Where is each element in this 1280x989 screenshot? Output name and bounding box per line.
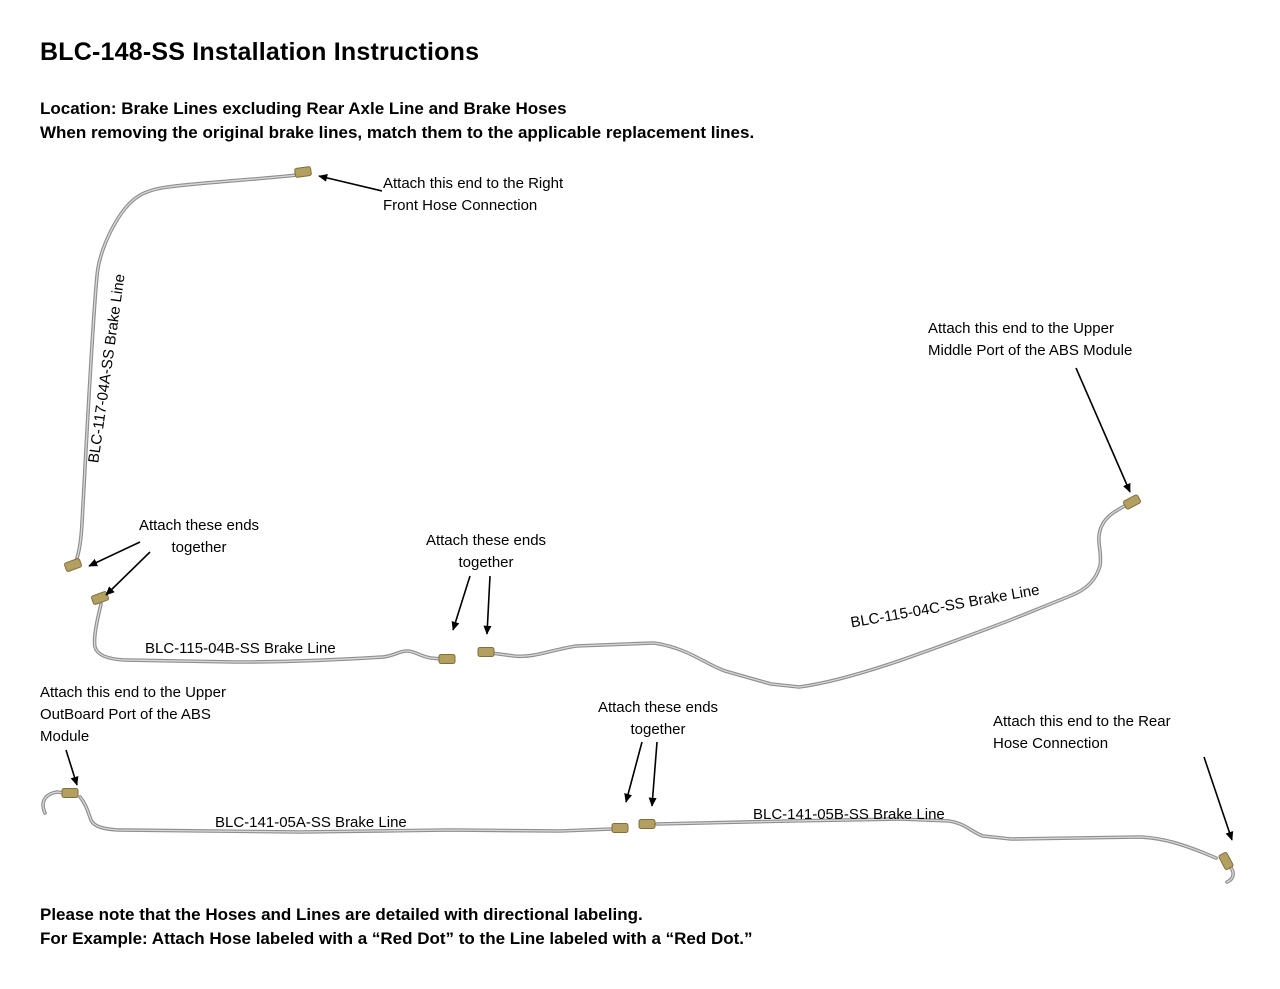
arrow-ends-together-1a	[88, 541, 141, 567]
arrow-upper-middle-port	[1075, 367, 1131, 493]
arrow-rear-hose	[1203, 756, 1234, 841]
label-blc-115-04b: BLC-115-04B-SS Brake Line	[145, 640, 336, 657]
fitting-141a-right-end	[611, 823, 629, 833]
fitting-141b-left-end	[638, 819, 656, 829]
annotation-ends-together-3: Attach these ends together	[597, 699, 719, 738]
label-blc-141-05a: BLC-141-05A-SS Brake Line	[215, 814, 407, 831]
location-line: Location: Brake Lines excluding Rear Axl…	[40, 99, 567, 118]
fitting-abs-outboard-port	[61, 788, 79, 798]
footer-example: For Example: Attach Hose labeled with a …	[40, 929, 753, 948]
annotation-ends-together-1: Attach these ends together	[138, 517, 260, 556]
fitting-right-front	[294, 166, 312, 178]
annotation-rear-hose: Attach this end to the Rear Hose Connect…	[993, 713, 1171, 752]
arrow-ends-together-3a	[624, 741, 643, 803]
annotation-upper-outboard-port: Attach this end to the Upper OutBoard Po…	[40, 684, 226, 745]
arrow-upper-outboard-port	[65, 749, 79, 786]
annotation-right-front-hose: Attach this end to the Right Front Hose …	[383, 175, 564, 214]
annotation-ends-together-2: Attach these ends together	[425, 532, 547, 571]
fitting-rear-hose	[1218, 852, 1234, 870]
annotation-upper-middle-port: Attach this end to the Upper Middle Port…	[928, 320, 1133, 359]
footer-note: Please note that the Hoses and Lines are…	[40, 905, 643, 924]
fitting-115b-upper-end	[91, 591, 109, 605]
arrow-right-front-hose	[318, 174, 383, 192]
annotation-arrows	[65, 174, 1234, 841]
fitting-117-lower-end	[64, 558, 82, 572]
arrow-ends-together-2a	[451, 575, 471, 631]
page-title: BLC-148-SS Installation Instructions	[40, 38, 480, 66]
brake-line-115-04c-highlight	[490, 504, 1127, 688]
label-blc-141-05b: BLC-141-05B-SS Brake Line	[753, 806, 945, 823]
brake-line-117-04a-highlight	[75, 173, 307, 562]
brake-line-141-05b-highlight	[656, 818, 1234, 883]
fitting-abs-middle-port	[1123, 494, 1141, 510]
removal-note: When removing the original brake lines, …	[40, 123, 755, 142]
brake-line-141-05a-highlight	[42, 791, 613, 833]
brake-line-115-04b-highlight	[93, 603, 442, 663]
arrow-ends-together-3b	[648, 741, 658, 807]
arrow-ends-together-2b	[483, 575, 492, 635]
arrow-ends-together-1b	[105, 551, 151, 596]
fitting-115b-right-end	[438, 654, 456, 664]
fitting-115c-left-end	[477, 647, 495, 657]
brake-line-141-05b-path	[655, 817, 1235, 884]
